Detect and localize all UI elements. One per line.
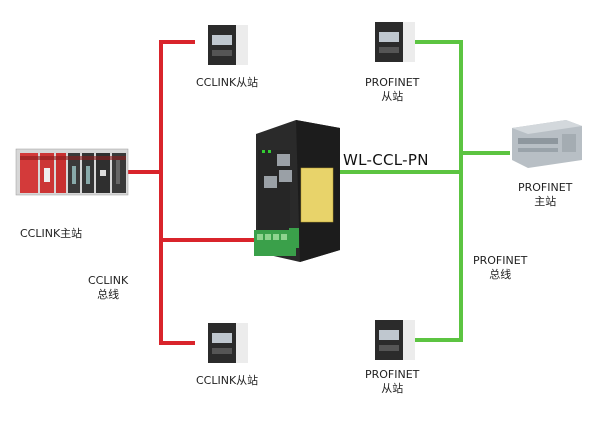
profinet-bus-line2: 总线	[489, 268, 512, 281]
profinet-slave-bottom-line1: PROFINET	[365, 368, 420, 381]
cclink-master-plc-image	[15, 148, 129, 196]
gateway-device-image	[254, 120, 340, 262]
profinet-bus-lines	[336, 40, 510, 342]
gateway-model-label: WL-CCL-PN	[343, 151, 429, 169]
cclink-bus-label: CCLINK 总线	[88, 274, 128, 302]
cclink-bus-lines	[125, 40, 254, 345]
profinet-slave-bottom-image	[375, 320, 415, 360]
profinet-bus-label: PROFINET 总线	[473, 254, 527, 282]
cclink-slave-top-label: CCLINK从站	[196, 76, 259, 89]
profinet-master-line1: PROFINET	[518, 181, 573, 194]
cclink-slave-bottom-image	[208, 323, 248, 363]
cclink-slave-top-image	[208, 25, 248, 65]
cclink-slave-bottom-label: CCLINK从站	[196, 374, 259, 387]
cclink-bus-label-line2: 总线	[97, 288, 120, 301]
profinet-master-plc-image	[512, 120, 582, 168]
profinet-master-label: PROFINET 主站	[518, 181, 572, 209]
profinet-slave-top-image	[375, 22, 415, 62]
profinet-slave-top-line1: PROFINET	[365, 76, 420, 89]
profinet-slave-top-line2: 从站	[381, 90, 404, 103]
profinet-slave-bottom-label: PROFINET 从站	[365, 368, 419, 396]
profinet-slave-bottom-line2: 从站	[381, 382, 404, 395]
cclink-bus-label-line1: CCLINK	[88, 274, 129, 287]
profinet-slave-top-label: PROFINET 从站	[365, 76, 419, 104]
cclink-master-label: CCLINK主站	[20, 227, 83, 240]
profinet-master-line2: 主站	[534, 195, 557, 208]
profinet-bus-line1: PROFINET	[473, 254, 528, 267]
